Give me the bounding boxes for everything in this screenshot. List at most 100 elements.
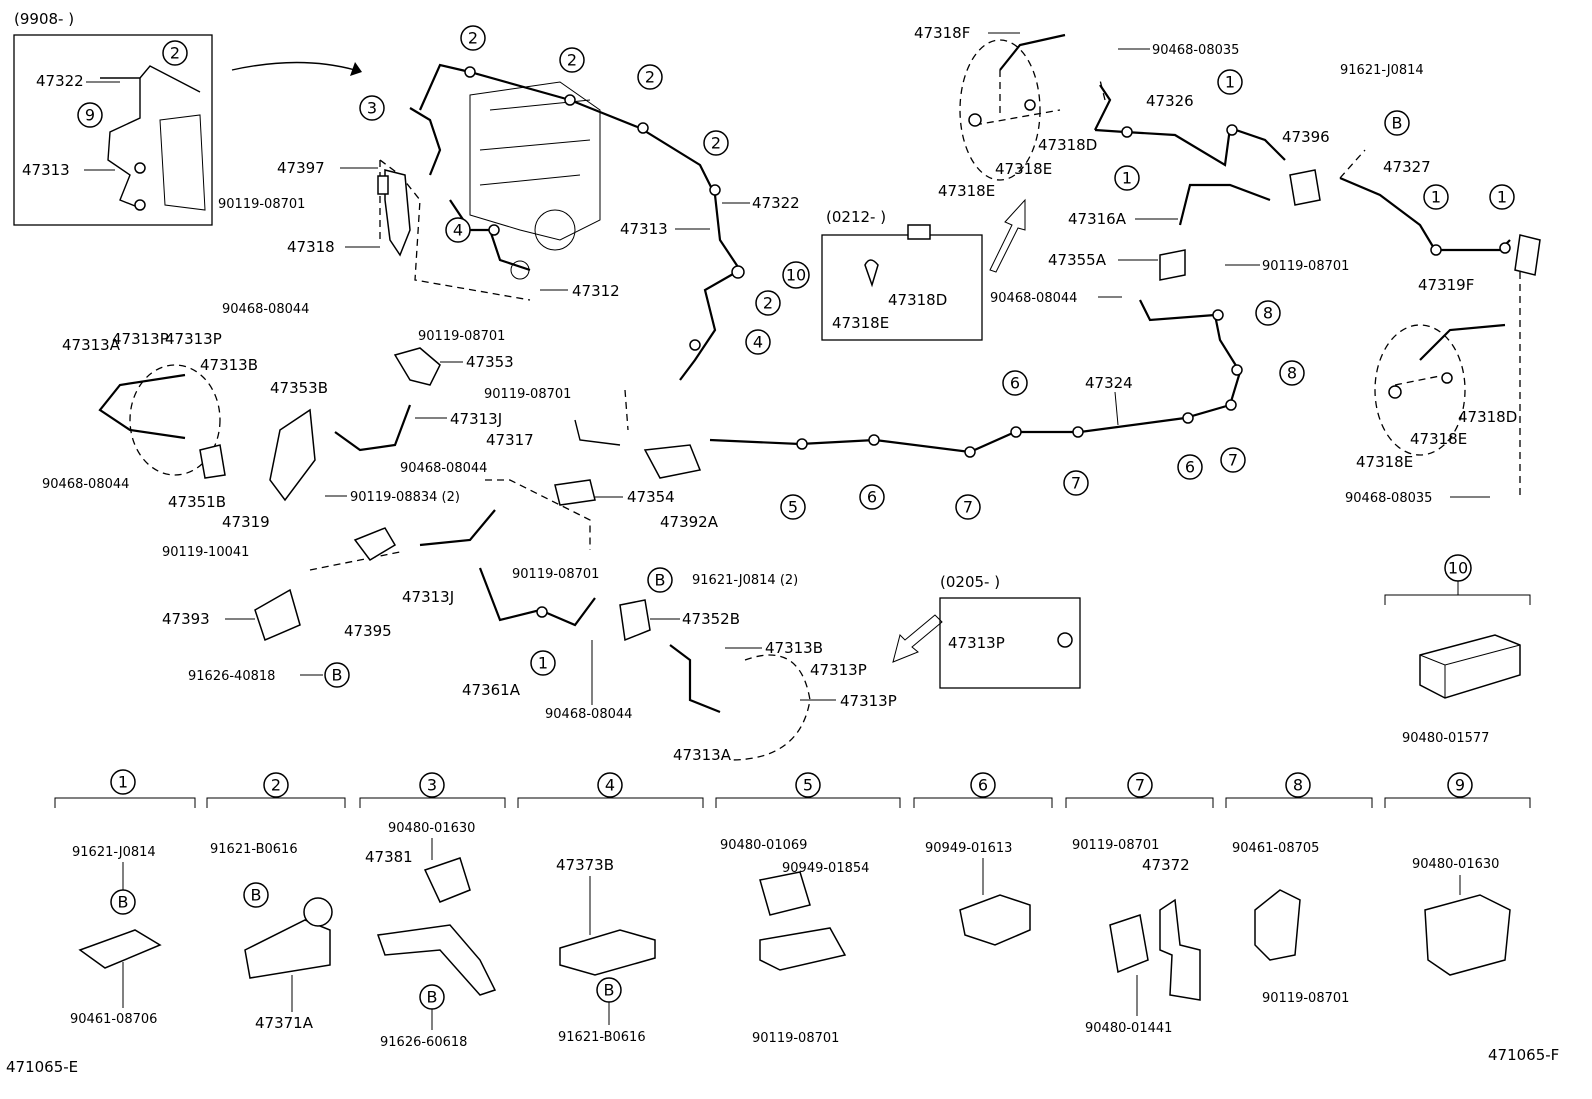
clamp-90949-01613 (959, 894, 1031, 946)
inset-0205: (0205- ) 47313P (939, 573, 1081, 689)
callout-7: 7 (1063, 470, 1089, 496)
label-47361A: 47361A (462, 681, 521, 699)
key-bracket-1 (54, 797, 196, 808)
inset-0212: (0212- ) 47318D 47318E (821, 208, 983, 341)
key-bracket-2 (206, 797, 346, 808)
marker-b-2 (243, 882, 269, 908)
bracket-47395 (353, 527, 397, 561)
bracket-47372 (1159, 898, 1201, 1001)
label-91626-40818: 91626-40818 (188, 669, 275, 684)
clip-point (1226, 124, 1238, 136)
callout-2: 2 (460, 25, 486, 51)
bracket-47381 (376, 924, 497, 996)
callout-5: 5 (780, 494, 806, 520)
label-47353: 47353 (466, 353, 514, 371)
svg-text:9: 9 (1455, 776, 1465, 795)
hose-47313A-lower (669, 644, 721, 714)
inset-frame (13, 34, 213, 226)
label-47318E-b: 47318E (995, 160, 1052, 178)
clip-point (1121, 126, 1133, 138)
label-47313B-a: 47313B (200, 356, 258, 374)
svg-text:6: 6 (867, 488, 877, 507)
callout-B: B (118, 893, 129, 912)
arrow-up-icon (989, 198, 1026, 273)
clamp-90480-01441 (1109, 914, 1149, 974)
label-47318E-c: 47318E (1356, 453, 1413, 471)
clip-point (868, 434, 880, 446)
callout-10: 10 (1444, 554, 1472, 582)
callout-2: 2 (263, 772, 289, 798)
clip-point (964, 446, 976, 458)
clip-point (564, 94, 576, 106)
inset-tube (100, 65, 201, 93)
callout-6: 6 (859, 484, 885, 510)
svg-text:7: 7 (1135, 776, 1145, 795)
label-47318D-a: 47318D (1038, 136, 1097, 154)
clip-point (689, 339, 701, 351)
svg-text:2: 2 (763, 294, 773, 313)
svg-text:4: 4 (753, 333, 763, 352)
reservoir-cap (534, 209, 576, 251)
clamp-edges (1419, 644, 1521, 698)
svg-text:1: 1 (1497, 188, 1507, 207)
label-47397: 47397 (277, 159, 325, 177)
label-47313B-b: 47313B (765, 639, 823, 657)
inset-clip (134, 162, 146, 174)
part-10-group: 90480-01577 (1384, 580, 1531, 746)
clip-point (1231, 364, 1243, 376)
callout-8: 8 (1255, 300, 1281, 326)
washer-47318E-icon (864, 259, 879, 288)
key-7-part-c: 90480-01441 (1085, 1021, 1172, 1036)
svg-text:5: 5 (803, 776, 813, 795)
clamp-90461-08705 (1254, 889, 1301, 961)
svg-text:5: 5 (788, 498, 798, 517)
inset-0205-frame (939, 597, 1081, 689)
dash-4 (309, 551, 401, 571)
label-47313-inset: 47313 (22, 161, 70, 179)
hose-47318F (999, 33, 1066, 71)
svg-text:B: B (118, 893, 129, 912)
callout-1: 1 (1489, 184, 1515, 210)
svg-text:7: 7 (963, 498, 973, 517)
bracket-47355A (1159, 249, 1186, 281)
svg-text:3: 3 (367, 99, 377, 118)
label-90119-08701-a: 90119-08701 (218, 197, 305, 212)
key-9-part-a: 90480-01630 (1412, 857, 1499, 872)
diagram-code-left: 471065-E (6, 1058, 78, 1076)
bracket-47397 (384, 169, 411, 257)
callout-B: B (604, 981, 615, 1000)
label-90480-01577: 90480-01577 (1402, 731, 1489, 746)
label-47322-inset: 47322 (36, 72, 84, 90)
bracket-47352B (619, 599, 651, 642)
callout-B: B (427, 988, 438, 1007)
tube-47317 (574, 419, 621, 446)
hose-47313A-left (98, 373, 186, 440)
callout-7: 7 (1220, 447, 1246, 473)
grommet-90480-01069 (759, 871, 811, 916)
svg-text:7: 7 (1071, 474, 1081, 493)
label-47318D-b: 47318D (1458, 408, 1517, 426)
label-47319F: 47319F (1418, 276, 1474, 294)
svg-text:1: 1 (1225, 73, 1235, 92)
callout-B: B (1384, 110, 1410, 136)
label-47318D-box: 47318D (888, 291, 947, 309)
callout-8: 8 (1279, 360, 1305, 386)
svg-text:B: B (427, 988, 438, 1007)
key-3-part-a: 90480-01630 (388, 821, 475, 836)
svg-text:6: 6 (978, 776, 988, 795)
callout-6: 6 (1177, 454, 1203, 480)
tube-left-branch (409, 107, 442, 176)
key-bracket-6 (913, 797, 1053, 808)
clip-point (464, 66, 476, 78)
svg-text:7: 7 (1228, 451, 1238, 470)
label-47313P-d: 47313P (840, 692, 897, 710)
label-47322-main: 47322 (752, 194, 800, 212)
callout-2: 2 (703, 130, 729, 156)
clamp-47373B (559, 929, 656, 976)
clip-point (637, 122, 649, 134)
tube-47313J-lower (419, 509, 496, 547)
label-47324: 47324 (1085, 374, 1133, 392)
label-90468-08035-a: 90468-08035 (1152, 43, 1239, 58)
dashed-guides (309, 70, 1521, 571)
